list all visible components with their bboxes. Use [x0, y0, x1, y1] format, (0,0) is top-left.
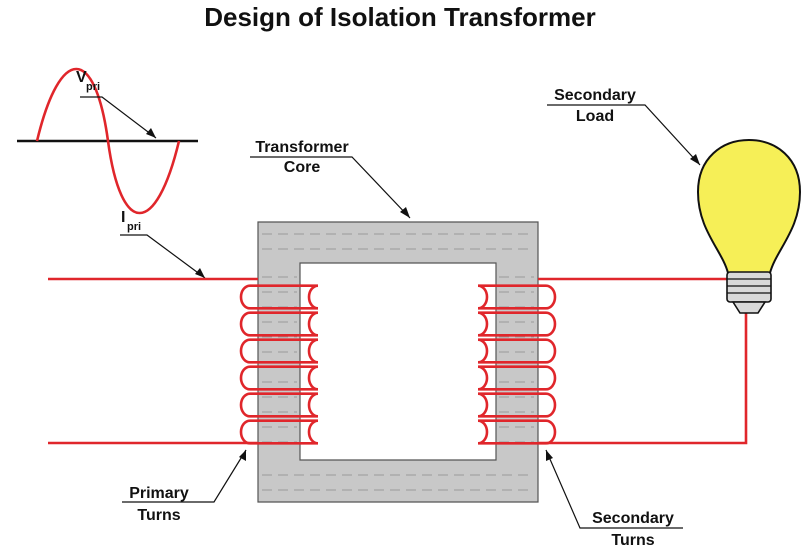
load-leader — [547, 104, 701, 166]
svg-text:I: I — [121, 209, 125, 226]
primary-coil — [239, 284, 319, 445]
primary-turns-label: Primary Turns — [129, 485, 189, 524]
vpri-leader — [80, 96, 157, 139]
ipri-label: I pri — [121, 209, 141, 233]
svg-text:Turns: Turns — [137, 507, 180, 524]
vpri-sine-wave — [17, 67, 198, 215]
coil-turn — [239, 419, 319, 445]
coil-turn — [477, 338, 557, 364]
secondary-coil — [477, 284, 557, 445]
coil-turn — [239, 284, 319, 310]
bulb-glass — [696, 138, 802, 274]
svg-text:pri: pri — [86, 81, 100, 93]
light-bulb-icon — [696, 138, 802, 314]
sine-curve — [35, 67, 181, 215]
svg-text:Turns: Turns — [611, 532, 654, 549]
primary-turns-arrow-head — [239, 450, 246, 461]
svg-text:pri: pri — [127, 221, 141, 233]
coil-turn — [239, 365, 319, 391]
secondary-turns-leader — [545, 449, 683, 529]
secondary-turns-label: Secondary Turns — [592, 510, 674, 549]
vpri-label: V pri — [76, 69, 100, 93]
core-lamination-lines — [262, 233, 534, 491]
svg-text:V: V — [76, 69, 87, 86]
svg-text:Secondary: Secondary — [592, 510, 674, 527]
coil-turn — [239, 338, 319, 364]
coil-turn — [477, 392, 557, 418]
svg-text:Core: Core — [284, 159, 321, 176]
core-arrow-head — [400, 207, 410, 218]
secondary-load-label: Secondary Load — [554, 87, 636, 125]
svg-text:Secondary: Secondary — [554, 87, 636, 104]
core-leader — [250, 156, 411, 219]
svg-text:Load: Load — [576, 108, 614, 125]
primary-turns-leader — [122, 449, 247, 503]
bulb-base — [726, 271, 772, 303]
load-arrow-head — [690, 154, 700, 165]
secondary-return-wire — [538, 312, 748, 445]
coil-turn — [477, 365, 557, 391]
transformer-core-label: Transformer Core — [255, 139, 348, 176]
coil-turn — [239, 392, 319, 418]
ipri-leader — [120, 234, 206, 279]
bulb-tip — [731, 301, 767, 314]
vpri-arrow-head — [146, 128, 156, 138]
coil-turn — [477, 311, 557, 337]
svg-text:Primary: Primary — [129, 485, 189, 502]
ipri-arrow-head — [195, 268, 205, 278]
secondary-turns-arrow-head — [546, 450, 553, 461]
coil-turn — [239, 311, 319, 337]
svg-text:Transformer: Transformer — [255, 139, 348, 156]
transformer-core — [257, 221, 539, 503]
diagram-title: Design of Isolation Transformer — [204, 2, 596, 32]
coil-turn — [477, 284, 557, 310]
